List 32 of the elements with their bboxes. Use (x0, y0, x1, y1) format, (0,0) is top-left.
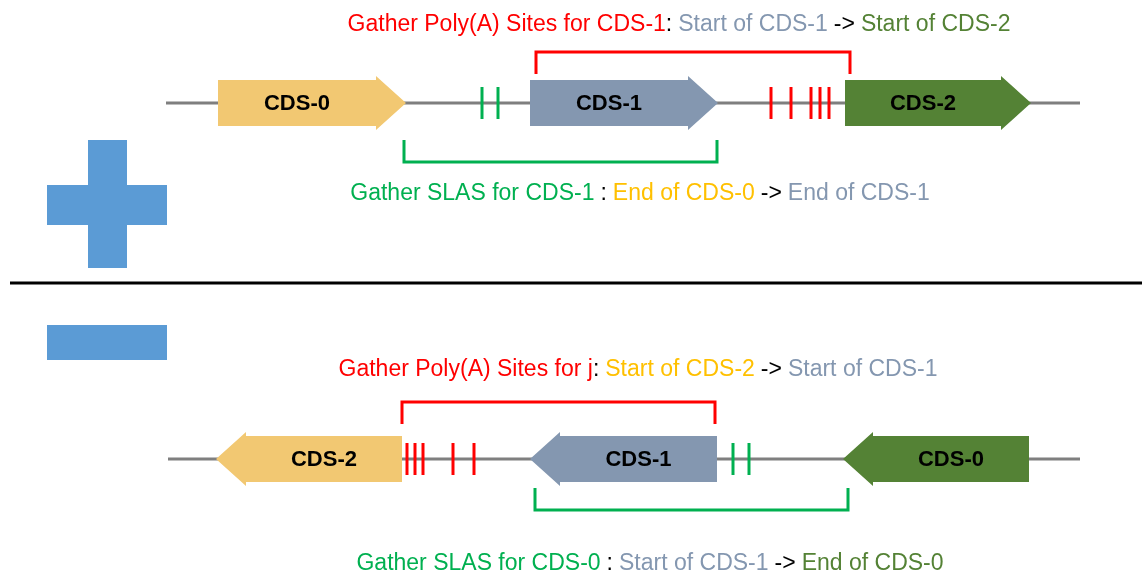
caption-text: End of CDS-1 (787, 181, 930, 204)
caption-text: -> (760, 357, 782, 380)
gene-label: CDS-1 (576, 90, 642, 116)
gene-label: CDS-2 (291, 446, 357, 472)
gene-arrow (218, 76, 406, 130)
caption-text: Start of CDS-1 (619, 551, 769, 574)
caption-text: End of CDS-0 (801, 551, 944, 574)
caption-text: Start of CDS-2 (860, 12, 1011, 35)
caption-text: Start of CDS-2 (605, 357, 755, 380)
gene-arrow (843, 432, 1029, 486)
caption-text: -> (774, 551, 796, 574)
caption-text: : (592, 357, 600, 380)
gene-label: CDS-2 (890, 90, 956, 116)
gene-arrow (530, 432, 717, 486)
caption-text: : (600, 181, 607, 204)
caption-text: -> (833, 12, 855, 35)
caption-text: : (606, 551, 613, 574)
gene-arrow (845, 76, 1031, 130)
gene-label: CDS-0 (264, 90, 330, 116)
gene-arrow (530, 76, 718, 130)
caption-text: -> (760, 181, 782, 204)
caption-text: Gather SLAS for CDS-1 (350, 181, 595, 204)
caption-text: Start of CDS-1 (787, 357, 938, 380)
caption-text: Start of CDS-1 (678, 12, 828, 35)
caption-text: Gather SLAS for CDS-0 (356, 551, 601, 574)
caption-text: : (665, 12, 673, 35)
gene-label: CDS-1 (605, 446, 672, 472)
caption-text: Gather Poly(A) Sites for j (338, 357, 593, 380)
caption-text: Gather Poly(A) Sites for CDS-1 (347, 12, 666, 35)
gene-label: CDS-0 (918, 446, 984, 472)
gene-arrow (216, 432, 402, 486)
caption-text: End of CDS-0 (612, 181, 755, 204)
